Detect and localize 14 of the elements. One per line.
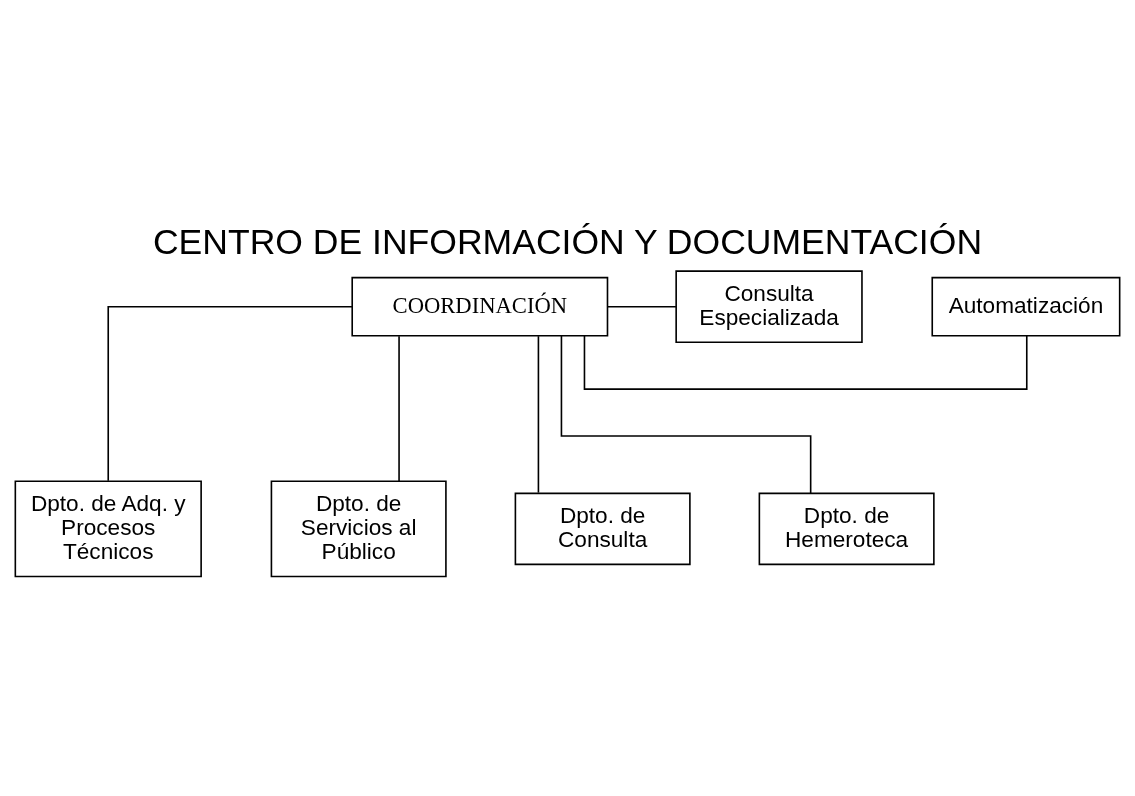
connector (537, 335, 540, 494)
node-box: Dpto. de Adq. y Procesos Técnicos (14, 480, 202, 578)
connector (560, 335, 812, 494)
node-box: Automatización (931, 276, 1121, 337)
connector (583, 335, 1028, 390)
node-box: Dpto. de Consulta (514, 492, 691, 566)
node-box: Consulta Especializada (675, 270, 863, 344)
node-box: Dpto. de Servicios al Público (270, 480, 447, 578)
connector (398, 335, 400, 482)
connector (606, 305, 677, 308)
diagram-title: CENTRO DE INFORMACIÓN Y DOCUMENTACIÓN (152, 222, 983, 263)
node-box: Dpto. de Hemeroteca (758, 492, 935, 566)
node-box: COORDINACIÓN (351, 276, 609, 337)
connector (107, 305, 353, 482)
